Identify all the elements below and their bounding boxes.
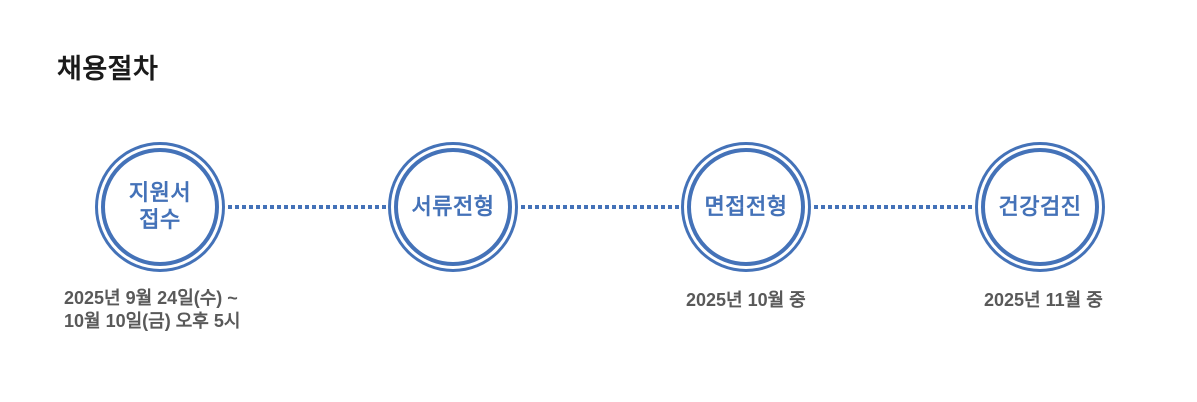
step-connector-1: [228, 205, 386, 209]
section-title: 채용절차: [57, 54, 159, 84]
step-circle-interview: 면접전형: [687, 148, 805, 266]
step-connector-3: [814, 205, 973, 209]
step-circle-document-screening: 서류전형: [394, 148, 512, 266]
step-label-document-screening: 서류전형: [411, 193, 495, 219]
step-date-interview: 2025년 10월 중: [686, 290, 806, 310]
step-date-application: 2025년 9월 24일(수) ~ 10월 10일(금) 오후 5시: [64, 288, 241, 331]
step-connector-2: [521, 205, 679, 209]
step-date-health-check: 2025년 11월 중: [984, 290, 1103, 310]
step-circle-health-check: 건강검진: [981, 148, 1099, 266]
step-label-application: 지원서 접수: [128, 180, 192, 232]
step-label-interview: 면접전형: [704, 193, 788, 219]
step-circle-application: 지원서 접수: [101, 148, 219, 266]
step-label-health-check: 건강검진: [998, 193, 1082, 219]
